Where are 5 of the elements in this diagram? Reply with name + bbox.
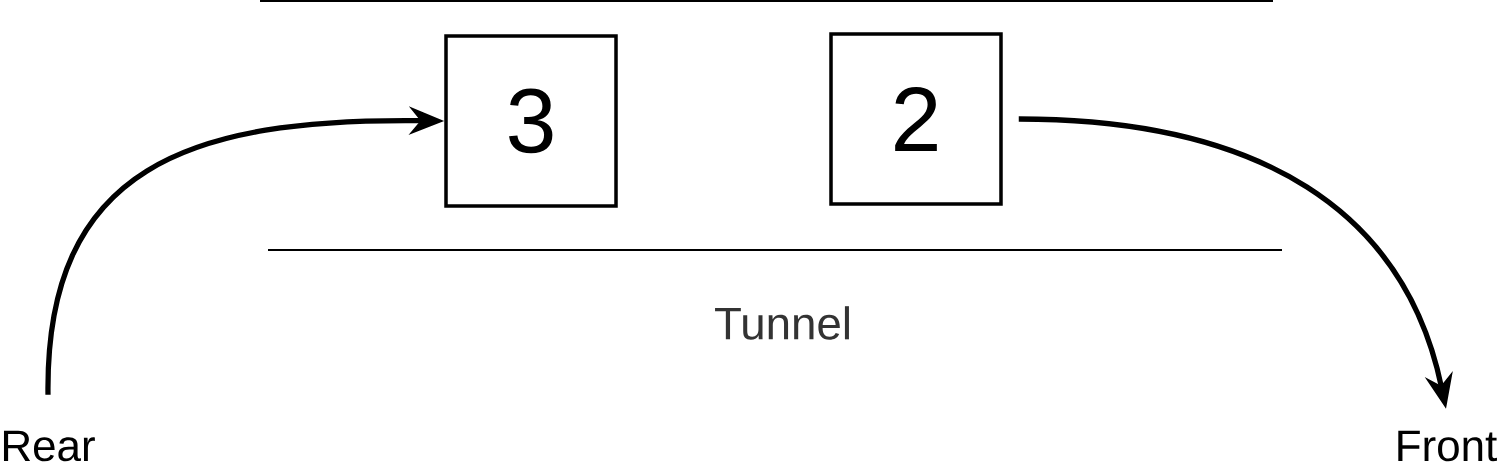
- end-label: Rear: [4, 430, 95, 462]
- queue-box: 3: [444, 34, 618, 208]
- end-label: Front: [1398, 430, 1497, 462]
- queue-box: 2: [829, 32, 1003, 206]
- tunnel-label: Tunnel: [715, 306, 849, 340]
